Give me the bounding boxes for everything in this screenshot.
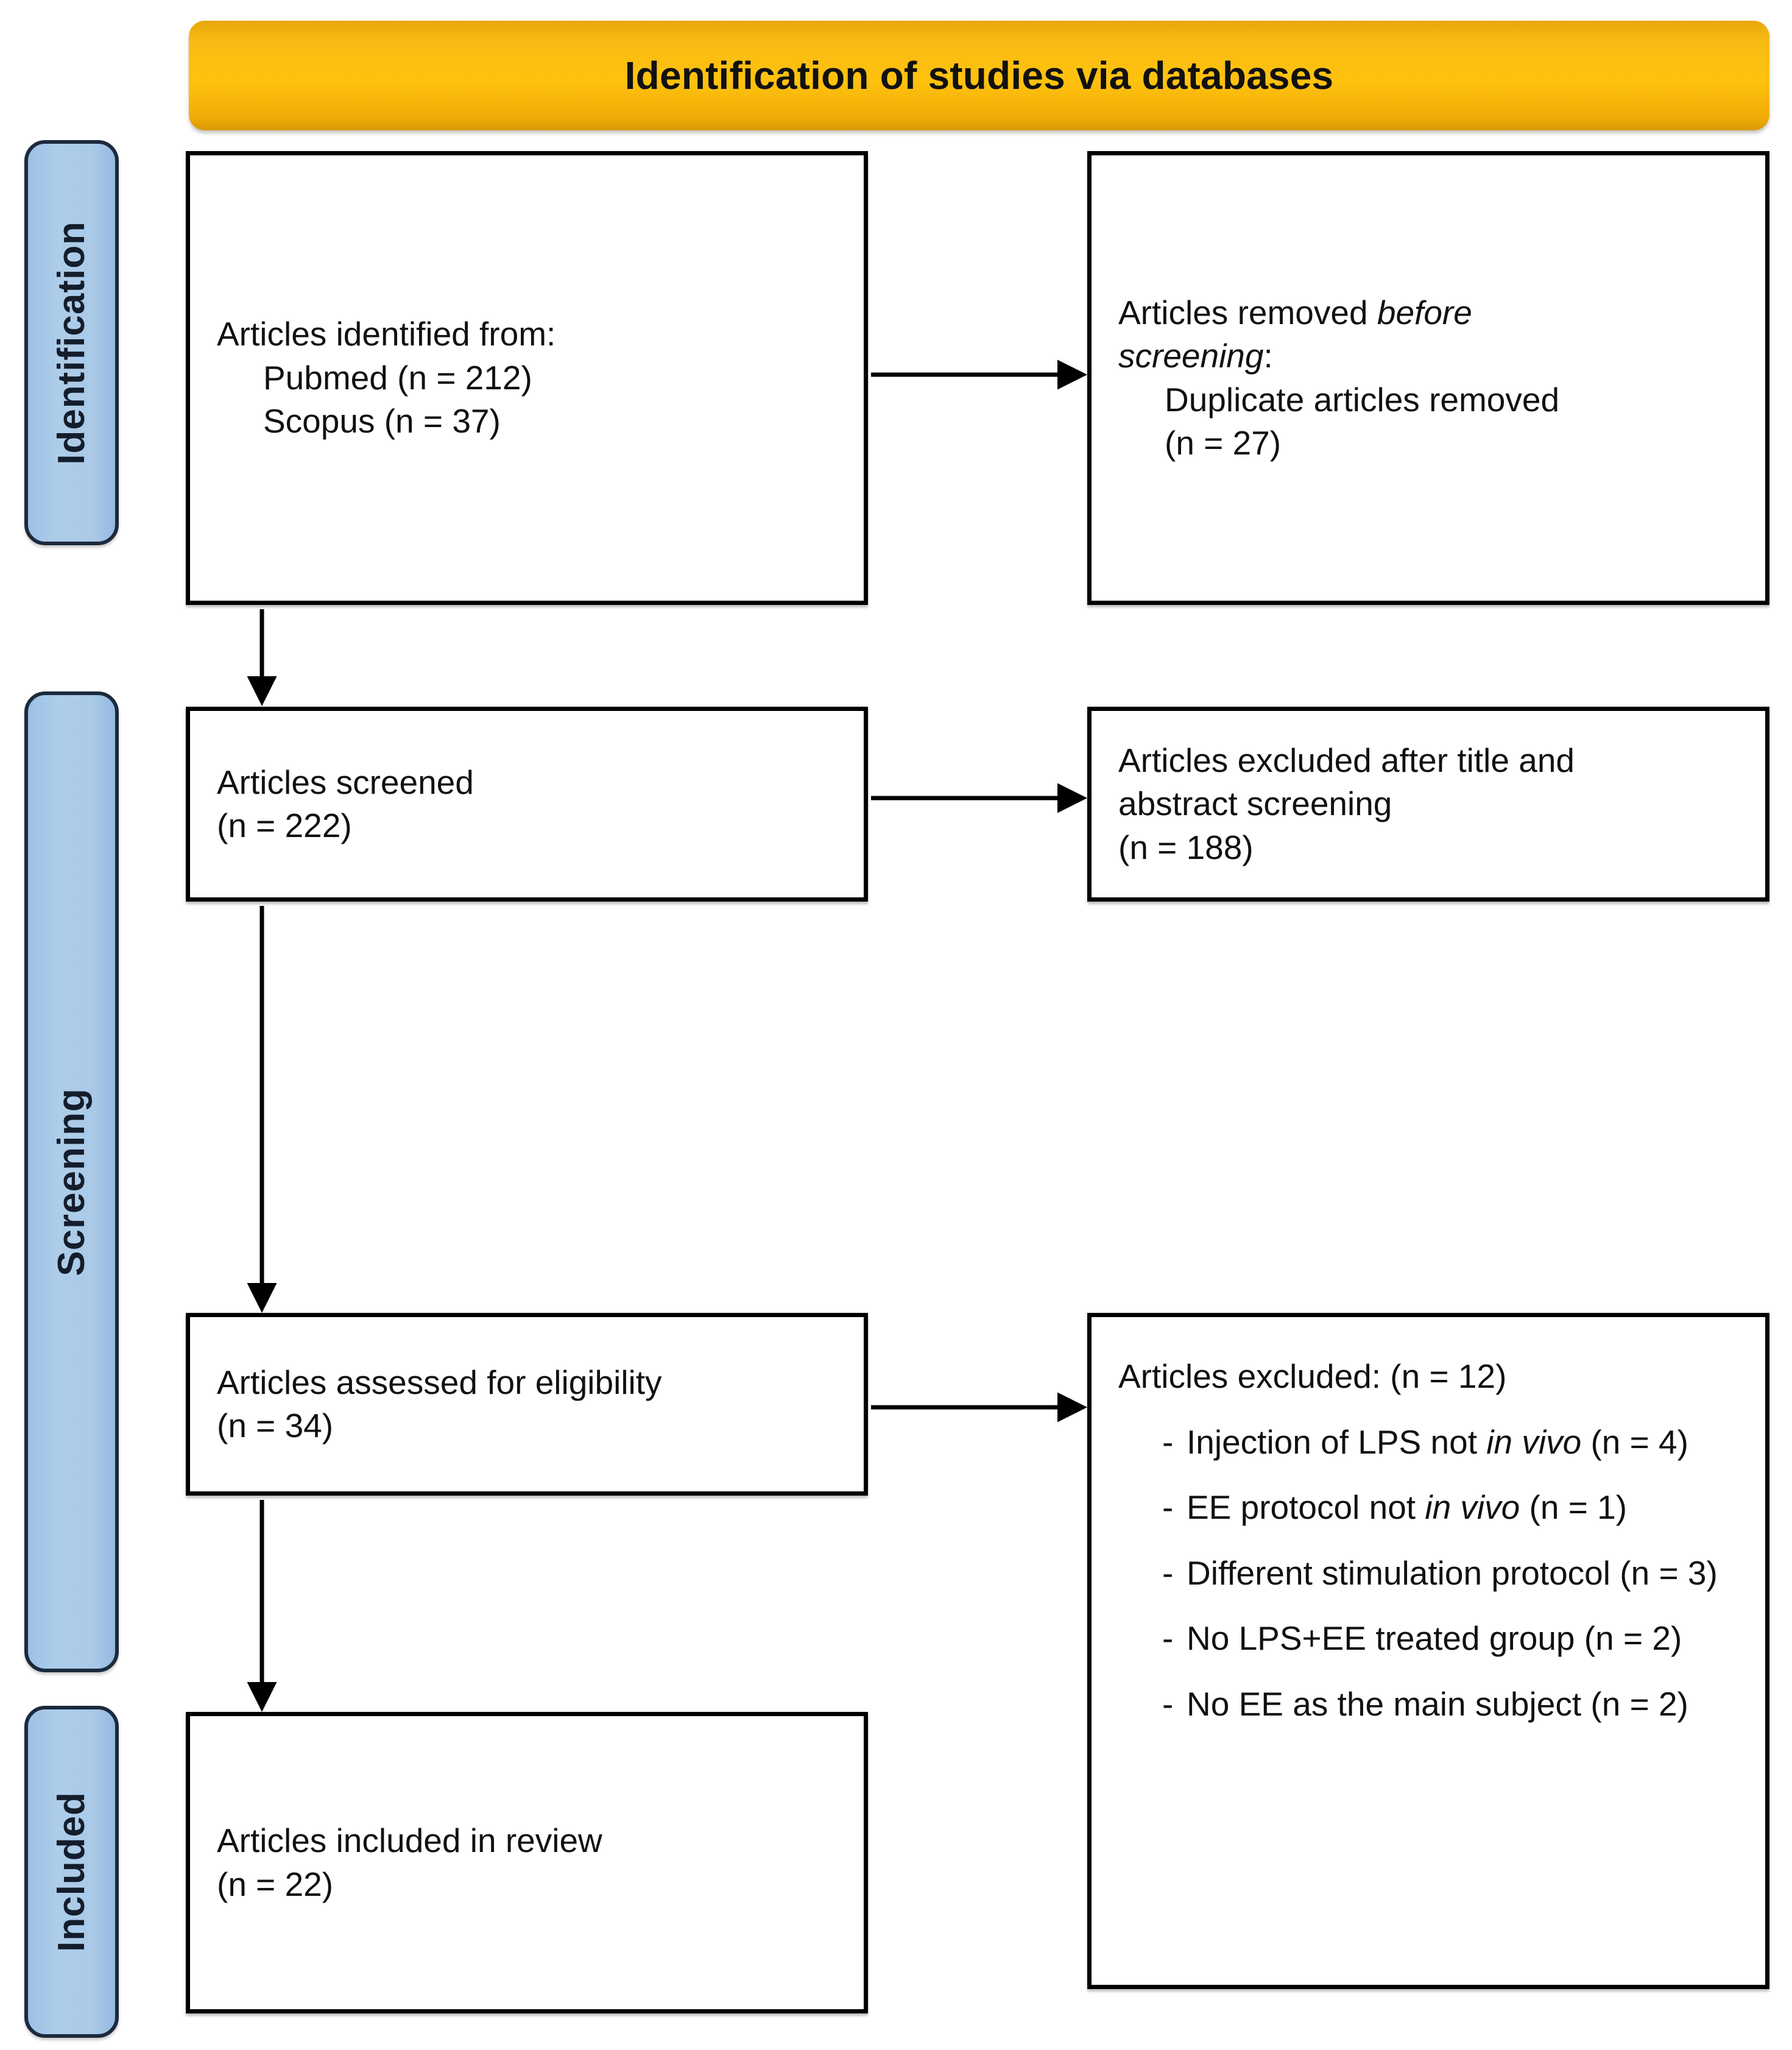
reason-text-pre: Different stimulation protocol (n = 3)	[1187, 1553, 1718, 1592]
included-line-1: Articles included in review	[217, 1822, 602, 1859]
diagram-title: Identification of studies via databases	[624, 54, 1334, 97]
excluded-reason-item: -Injection of LPS not in vivo (n = 4)	[1118, 1421, 1738, 1465]
excluded-reason-item: -Different stimulation protocol (n = 3)	[1118, 1552, 1738, 1596]
stage-label-screening-text: Screening	[51, 1087, 93, 1276]
excluded-reason-text: EE protocol not in vivo (n = 1)	[1187, 1486, 1738, 1530]
stage-label-identification-text: Identification	[51, 221, 93, 465]
bullet-dash-icon: -	[1162, 1423, 1174, 1461]
reason-text-italic: in vivo	[1486, 1423, 1582, 1461]
removed-line-2-italic: screening	[1118, 337, 1264, 375]
reason-text-pre: No EE as the main subject (n = 2)	[1187, 1684, 1688, 1723]
excluded-reason-item: -No EE as the main subject (n = 2)	[1118, 1683, 1738, 1727]
removed-line-1-plain: Articles removed	[1118, 293, 1377, 331]
removed-line-2: screening:	[1118, 334, 1738, 378]
excluded-screening-line-3: (n = 188)	[1118, 828, 1254, 866]
removed-line-1: Articles removed before	[1118, 291, 1738, 335]
reason-text-post: (n = 4)	[1581, 1423, 1688, 1461]
bullet-dash-icon: -	[1162, 1488, 1174, 1526]
stage-label-screening: Screening	[24, 691, 119, 1672]
identified-line-scopus: Scopus (n = 37)	[263, 402, 501, 440]
diagram-header-banner: Identification of studies via databases	[189, 21, 1769, 130]
excluded-reason-item: -EE protocol not in vivo (n = 1)	[1118, 1486, 1738, 1530]
reason-text-italic: in vivo	[1425, 1488, 1520, 1526]
eligibility-line-2: (n = 34)	[217, 1407, 334, 1444]
bullet-dash-icon: -	[1162, 1553, 1174, 1592]
stage-label-included-text: Included	[51, 1792, 93, 1952]
box-articles-included-review: Articles included in review (n = 22)	[186, 1712, 868, 2013]
excluded-reason-item: -No LPS+EE treated group (n = 2)	[1118, 1617, 1738, 1661]
bullet-dash-icon: -	[1162, 1619, 1174, 1657]
removed-line-1-italic: before	[1377, 293, 1472, 331]
excluded-reason-text: No EE as the main subject (n = 2)	[1187, 1683, 1738, 1727]
removed-line-2-plain: :	[1263, 337, 1273, 375]
screened-line-2: (n = 222)	[217, 807, 352, 844]
stage-label-included: Included	[24, 1706, 119, 2038]
screened-line-1: Articles screened	[217, 763, 474, 801]
eligibility-line-1: Articles assessed for eligibility	[217, 1363, 662, 1401]
excluded-screening-line-1: Articles excluded after title and	[1118, 741, 1575, 779]
stage-label-identification: Identification	[24, 140, 119, 545]
excluded-reasons-list: -Injection of LPS not in vivo (n = 4)-EE…	[1118, 1399, 1738, 1727]
bullet-dash-icon: -	[1162, 1684, 1174, 1723]
excluded-reason-text: Injection of LPS not in vivo (n = 4)	[1187, 1421, 1738, 1465]
reason-text-post: (n = 1)	[1520, 1488, 1628, 1526]
box-articles-excluded-reasons: Articles excluded: (n = 12) -Injection o…	[1087, 1313, 1769, 1989]
removed-line-4: (n = 27)	[1165, 424, 1282, 462]
box-articles-removed-before-screening: Articles removed before screening: Dupli…	[1087, 151, 1769, 605]
box-articles-excluded-title-abstract: Articles excluded after title and abstra…	[1087, 707, 1769, 902]
box-articles-screened: Articles screened (n = 222)	[186, 707, 868, 902]
identified-line-pubmed: Pubmed (n = 212)	[263, 358, 532, 397]
excluded-reasons-heading: Articles excluded: (n = 12)	[1118, 1357, 1507, 1395]
excluded-reason-text: No LPS+EE treated group (n = 2)	[1187, 1617, 1738, 1661]
box-articles-assessed-eligibility: Articles assessed for eligibility (n = 3…	[186, 1313, 868, 1496]
reason-text-pre: EE protocol not	[1187, 1488, 1425, 1526]
removed-line-3: Duplicate articles removed	[1165, 380, 1560, 419]
reason-text-pre: No LPS+EE treated group (n = 2)	[1187, 1619, 1682, 1657]
excluded-reason-text: Different stimulation protocol (n = 3)	[1187, 1552, 1738, 1596]
box-articles-identified: Articles identified from: Pubmed (n = 21…	[186, 151, 868, 605]
included-line-2: (n = 22)	[217, 1865, 334, 1903]
excluded-screening-line-2: abstract screening	[1118, 785, 1392, 823]
reason-text-pre: Injection of LPS not	[1187, 1423, 1487, 1461]
identified-line-1: Articles identified from:	[217, 315, 556, 353]
